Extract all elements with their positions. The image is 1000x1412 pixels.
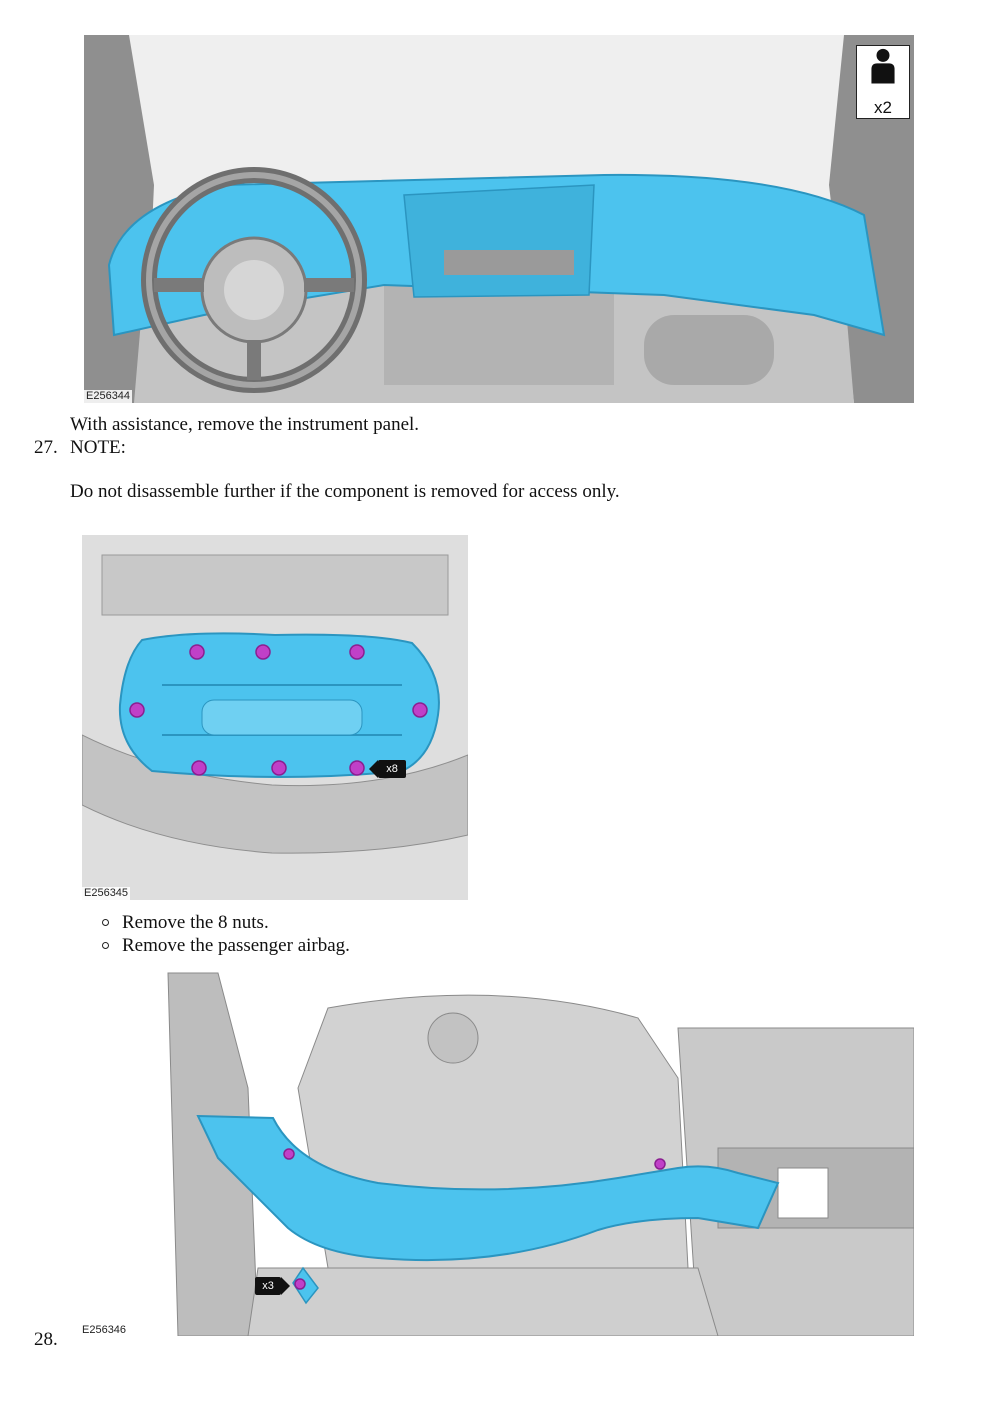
person-icon <box>871 48 895 84</box>
bullet-marker <box>102 919 109 926</box>
passenger-airbag-illustration <box>82 535 468 900</box>
figure-id: E256346 <box>80 1324 129 1336</box>
bolts-count-callout: x3 <box>255 1277 290 1295</box>
step-26-instruction: With assistance, remove the instrument p… <box>70 414 420 435</box>
nuts-count-callout: x8 <box>369 760 406 778</box>
figure-id: E256344 <box>84 390 133 403</box>
persons-count: x2 <box>874 98 892 117</box>
note-text: Do not disassemble further if the compon… <box>70 481 620 502</box>
figure-crossbar-duct: x3 E256346 <box>78 968 914 1336</box>
step-27-number: 27. <box>34 437 58 458</box>
bullet-marker <box>102 942 109 949</box>
note-label: NOTE: <box>70 437 126 458</box>
step-28-number: 28. <box>34 1329 58 1350</box>
figure-instrument-panel: x2 E256344 <box>84 35 914 403</box>
instrument-panel-illustration <box>84 35 914 403</box>
bullet-remove-nuts: Remove the 8 nuts. <box>122 912 269 933</box>
figure-id: E256345 <box>82 887 131 900</box>
bullet-remove-airbag: Remove the passenger airbag. <box>122 935 350 956</box>
crossbar-duct-illustration <box>78 968 914 1336</box>
figure-passenger-airbag: x8 E256345 <box>82 535 468 900</box>
two-person-badge: x2 <box>856 45 910 119</box>
